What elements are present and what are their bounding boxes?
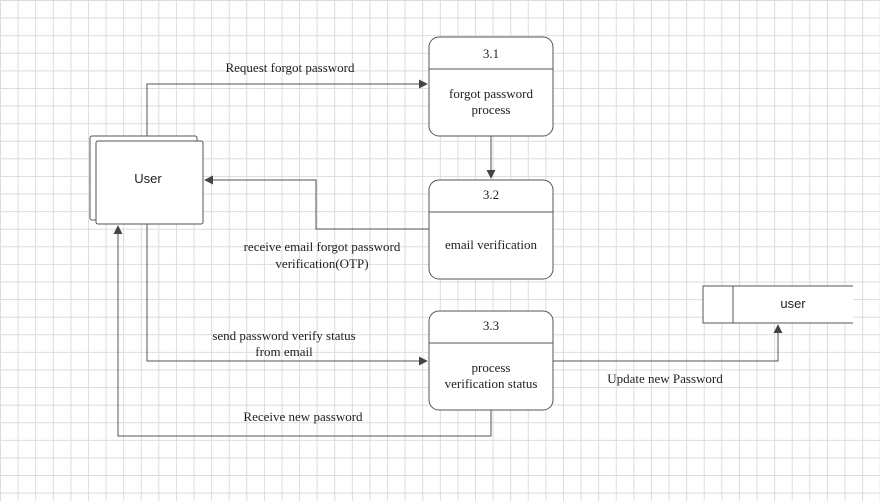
process-name-line2: process: [472, 102, 511, 117]
process-id: 3.3: [483, 318, 499, 333]
flow-receive-email-otp[interactable]: receive email forgot password verificati…: [204, 175, 429, 271]
datastore-outline: [702, 285, 853, 324]
flow-label-line1: receive email forgot password: [244, 239, 401, 254]
flow-line: [113, 225, 492, 437]
process-3-1[interactable]: 3.1 forgot password process: [428, 36, 554, 137]
process-name-line1: forgot password: [449, 86, 533, 101]
entity-label: User: [134, 171, 162, 186]
flow-label: Request forgot password: [225, 60, 355, 75]
process-3-2[interactable]: 3.2 email verification: [428, 179, 554, 280]
flow-label-line2: verification(OTP): [275, 256, 368, 271]
flow-label: Receive new password: [243, 409, 363, 424]
flow-receive-new-password[interactable]: Receive new password: [113, 225, 492, 437]
process-id: 3.2: [483, 187, 499, 202]
flow-line: [553, 324, 783, 362]
flow-label: Update new Password: [607, 371, 723, 386]
flow-label-line2: from email: [255, 344, 313, 359]
process-name-line1: email verification: [445, 237, 538, 252]
process-name-line2: verification status: [445, 376, 538, 391]
datastore-user[interactable]: user: [702, 285, 853, 324]
datastore-label: user: [780, 296, 806, 311]
flow-send-password-verify-status[interactable]: send password verify status from email: [146, 224, 428, 366]
flow-line: [146, 224, 428, 366]
external-entity-user[interactable]: User: [89, 135, 204, 225]
flow-line: [146, 79, 428, 136]
entity-box: [95, 140, 204, 225]
flow-request-forgot-password[interactable]: Request forgot password: [146, 60, 428, 136]
flow-update-new-password[interactable]: Update new Password: [553, 324, 783, 386]
process-3-3[interactable]: 3.3 process verification status: [428, 310, 554, 411]
process-id: 3.1: [483, 46, 499, 61]
flow-line: [204, 175, 429, 230]
flow-label-line1: send password verify status: [212, 328, 355, 343]
process-name-line1: process: [472, 360, 511, 375]
